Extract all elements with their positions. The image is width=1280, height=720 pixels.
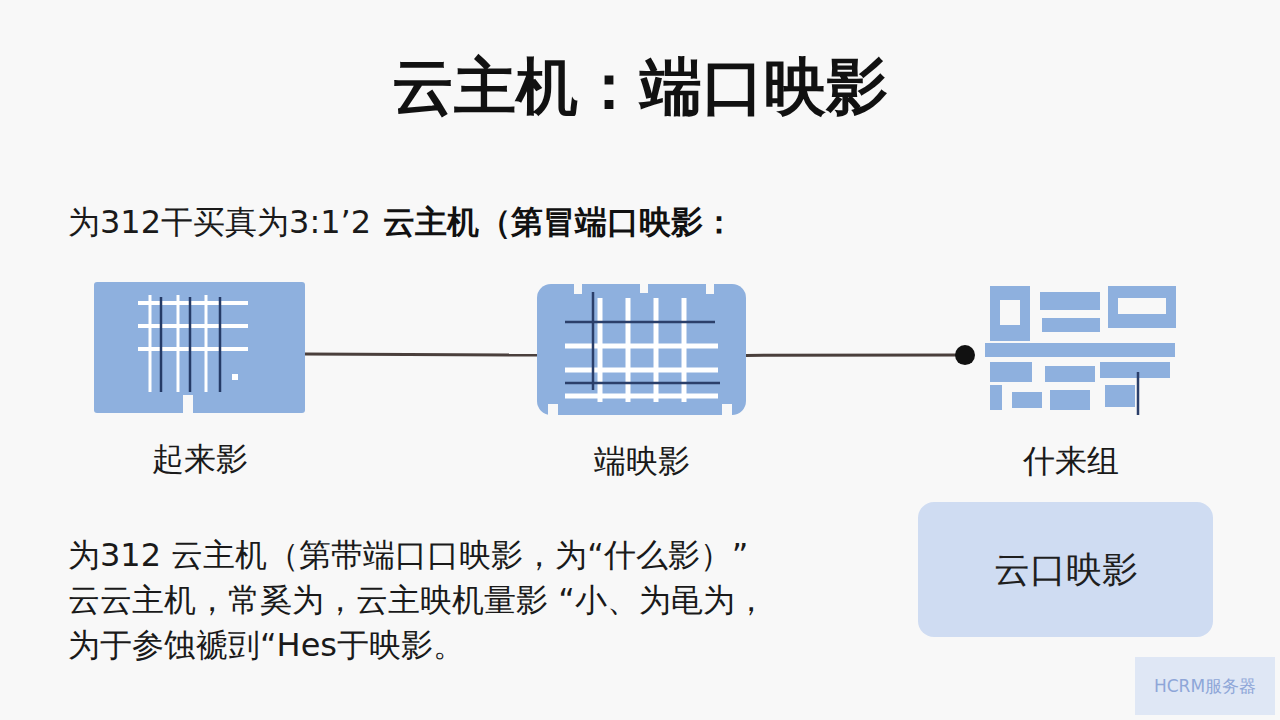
connector-line: [305, 354, 537, 355]
subtitle-text: 为312干买真为3:1’2: [68, 203, 371, 241]
port-icon-box: 端映影: [537, 284, 746, 415]
connector-endpoint-dot: [955, 345, 975, 365]
node-caption: 什来组: [925, 442, 1217, 480]
server-icon-box: 起来影: [94, 282, 305, 413]
node-label: 云口映影: [994, 548, 1138, 592]
group-icon-box: 什来组: [965, 283, 1177, 415]
mapping-box: 云口映影: [918, 502, 1213, 637]
slide-title: 云主机：端口映影: [0, 50, 1280, 124]
connector-line: [746, 354, 965, 357]
glyph-icon-right: [985, 286, 1176, 415]
node-caption: 起来影: [54, 440, 345, 478]
watermark-box: [1135, 657, 1275, 715]
subtitle-emphasis: 云主机（第冒端口映影：: [383, 203, 735, 241]
subtitle-line: 为312干买真为3:1’2 云主机（第冒端口映影：: [68, 203, 735, 241]
watermark: HCRM服务器: [1135, 657, 1275, 715]
node-caption: 端映影: [497, 442, 786, 480]
body-paragraph: 为312 云主机（第带端口口映影，为“什么影）” 云云主机，常奚为，云主映机量影…: [68, 533, 898, 668]
grid-icon-middle: [548, 284, 732, 415]
grid-icon-left: [138, 295, 248, 413]
